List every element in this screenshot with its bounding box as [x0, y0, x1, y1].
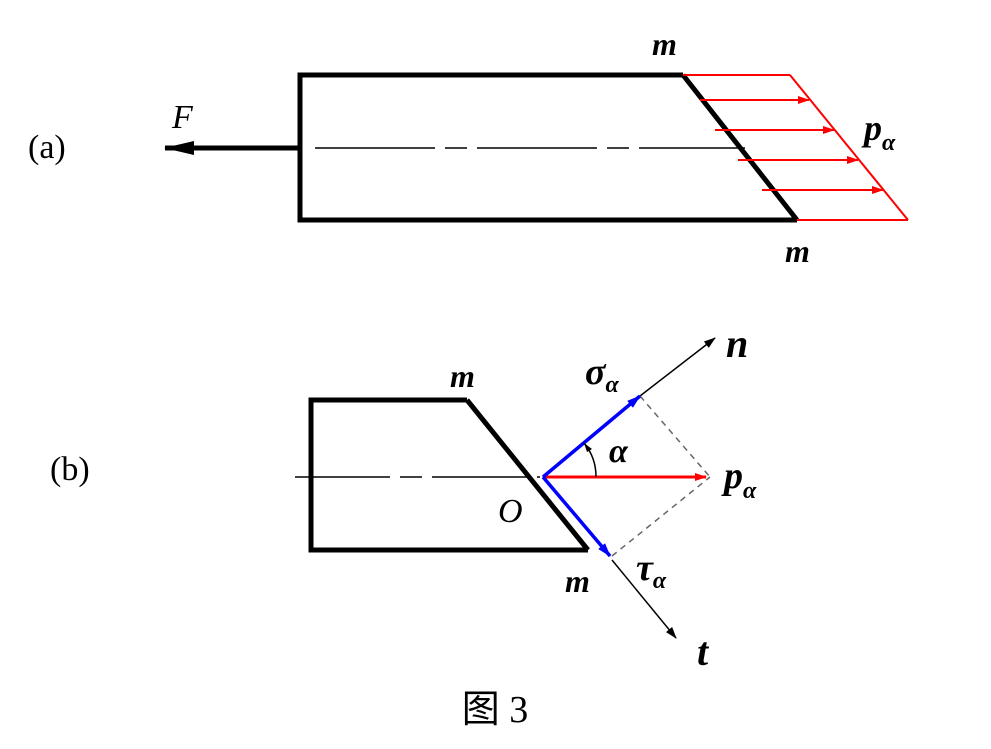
stress-label: pα — [861, 108, 896, 156]
sigma-subscript: α — [605, 372, 619, 398]
sigma-label: σα — [585, 351, 619, 398]
tau-subscript: α — [653, 568, 667, 594]
panel-b-tag: (b) — [50, 451, 90, 488]
normal-axis-label: n — [726, 321, 748, 366]
panel-a: (a) F m m pα — [28, 26, 909, 269]
tau-alpha-vector — [541, 475, 612, 558]
tangent-axis-label: t — [697, 629, 710, 674]
section-label-top-b: m — [450, 358, 475, 394]
panel-b-inclined-section — [465, 398, 590, 552]
figure-caption: 图 3 — [462, 689, 529, 731]
p-alpha-symbol: p — [721, 455, 743, 497]
section-label-bottom: m — [785, 233, 810, 269]
normal-axis — [639, 337, 716, 397]
panel-b-bar-outline — [308, 397, 588, 553]
tangent-axis — [611, 559, 677, 639]
stress-symbol: p — [861, 108, 882, 148]
origin-label: O — [498, 493, 523, 530]
section-label-bottom-b: m — [565, 563, 590, 599]
section-label-top: m — [652, 26, 677, 62]
tau-label: τα — [636, 547, 667, 594]
guide-line — [611, 476, 711, 557]
angle-arc-arrowhead — [584, 443, 592, 452]
stress-subscript: α — [882, 130, 896, 156]
sigma-symbol: σ — [585, 351, 607, 393]
angle-label: α — [609, 433, 629, 470]
p-alpha-subscript: α — [743, 478, 757, 504]
p-alpha-label: pα — [721, 455, 757, 504]
sigma-alpha-vector — [541, 394, 642, 479]
guide-line — [639, 395, 711, 478]
panel-b: (b) n t m m O σα τα α pα — [50, 321, 757, 674]
tau-symbol: τ — [636, 547, 654, 589]
panel-a-tag: (a) — [28, 129, 66, 166]
force-label: F — [171, 99, 194, 136]
stress-distribution — [683, 74, 909, 221]
